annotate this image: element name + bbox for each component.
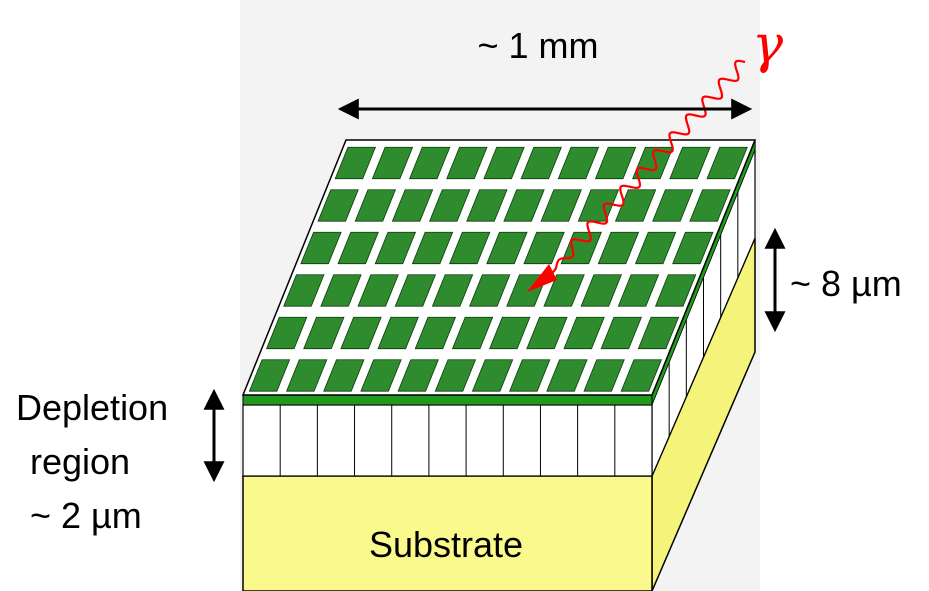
pixel-cell [563, 316, 605, 350]
pixel-cell [391, 189, 434, 222]
pixel-cell [300, 231, 342, 265]
pixel-cell [583, 359, 625, 392]
pixel-cell [469, 274, 511, 307]
pixel-cell [285, 359, 328, 392]
pixel-cell [654, 274, 697, 307]
pixel-cell [334, 146, 377, 180]
pixel-cell [357, 274, 399, 307]
pixel-cell [706, 146, 748, 180]
pixel-cell [543, 274, 585, 307]
pixel-cell [340, 316, 382, 350]
pixel-cell [489, 316, 531, 350]
pixel-cell [303, 316, 345, 350]
depletion-region-front-face [242, 404, 653, 477]
pixel-cell [669, 146, 711, 180]
pixel-cell [428, 189, 471, 222]
pixel-cell [672, 231, 714, 265]
pixel-cell [377, 316, 419, 350]
pixel-cell [617, 274, 660, 307]
pixel-height-label: ~ 8 µm [790, 263, 902, 304]
pixel-cell [614, 189, 657, 222]
pixel-cell [431, 274, 474, 307]
pixel-cell [526, 316, 568, 350]
substrate-label: Substrate [369, 524, 523, 565]
pixel-cell [546, 359, 588, 392]
pixel-cell [397, 359, 439, 392]
substrate-front-face [242, 475, 653, 591]
pixel-cell [652, 189, 694, 222]
pixel-grid [248, 146, 748, 392]
pixel-cell [374, 231, 417, 265]
pixel-cell [634, 231, 677, 265]
pixel-cell [520, 146, 562, 180]
pixel-cell [434, 359, 477, 392]
pixel-cell [557, 146, 600, 180]
depletion-label-line3: ~ 2 µm [30, 495, 142, 536]
depletion-label-line2: region [30, 441, 130, 482]
pixel-cell [637, 316, 680, 350]
pixel-cell [594, 146, 637, 180]
pixel-cell [466, 189, 508, 222]
pixel-cell [371, 146, 414, 180]
pixel-cell [509, 359, 551, 392]
depletion-region-dividers [279, 405, 616, 476]
pixel-cell [446, 146, 488, 180]
pixel-cell [451, 316, 494, 350]
pixel-cell [483, 146, 525, 180]
pixel-layer-side-dividers [651, 139, 756, 437]
pixel-cell [337, 231, 379, 265]
pixel-cell [320, 274, 362, 307]
width-label: ~ 1 mm [477, 25, 598, 66]
pixel-cell [414, 316, 457, 350]
photon-arrowhead [527, 264, 557, 292]
pixel-cell [283, 274, 325, 307]
gamma-label: γ [752, 15, 784, 75]
depletion-label-line1: Depletion [16, 387, 168, 428]
pixel-cell [577, 189, 620, 222]
pixel-cell [408, 146, 451, 180]
pixel-cell [394, 274, 437, 307]
pixel-cell [523, 231, 565, 265]
pixel-cell [503, 189, 545, 222]
pixel-cell [265, 316, 308, 350]
photon-wave [547, 59, 746, 277]
pixel-cell [540, 189, 582, 222]
pixel-cell [471, 359, 514, 392]
pixel-cell [689, 189, 731, 222]
pixel-cell [580, 274, 622, 307]
pixel-cell [449, 231, 491, 265]
top-green-band [242, 394, 653, 406]
pixel-cell [354, 189, 397, 222]
pixel-cell [248, 359, 291, 392]
pixel-cell [360, 359, 402, 392]
pixel-cell [620, 359, 663, 392]
pixel-cell [317, 189, 359, 222]
pixel-cell [486, 231, 528, 265]
pixel-cell [411, 231, 454, 265]
pixel-cell [600, 316, 642, 350]
pixel-cell [323, 359, 365, 392]
pixel-cell [597, 231, 640, 265]
